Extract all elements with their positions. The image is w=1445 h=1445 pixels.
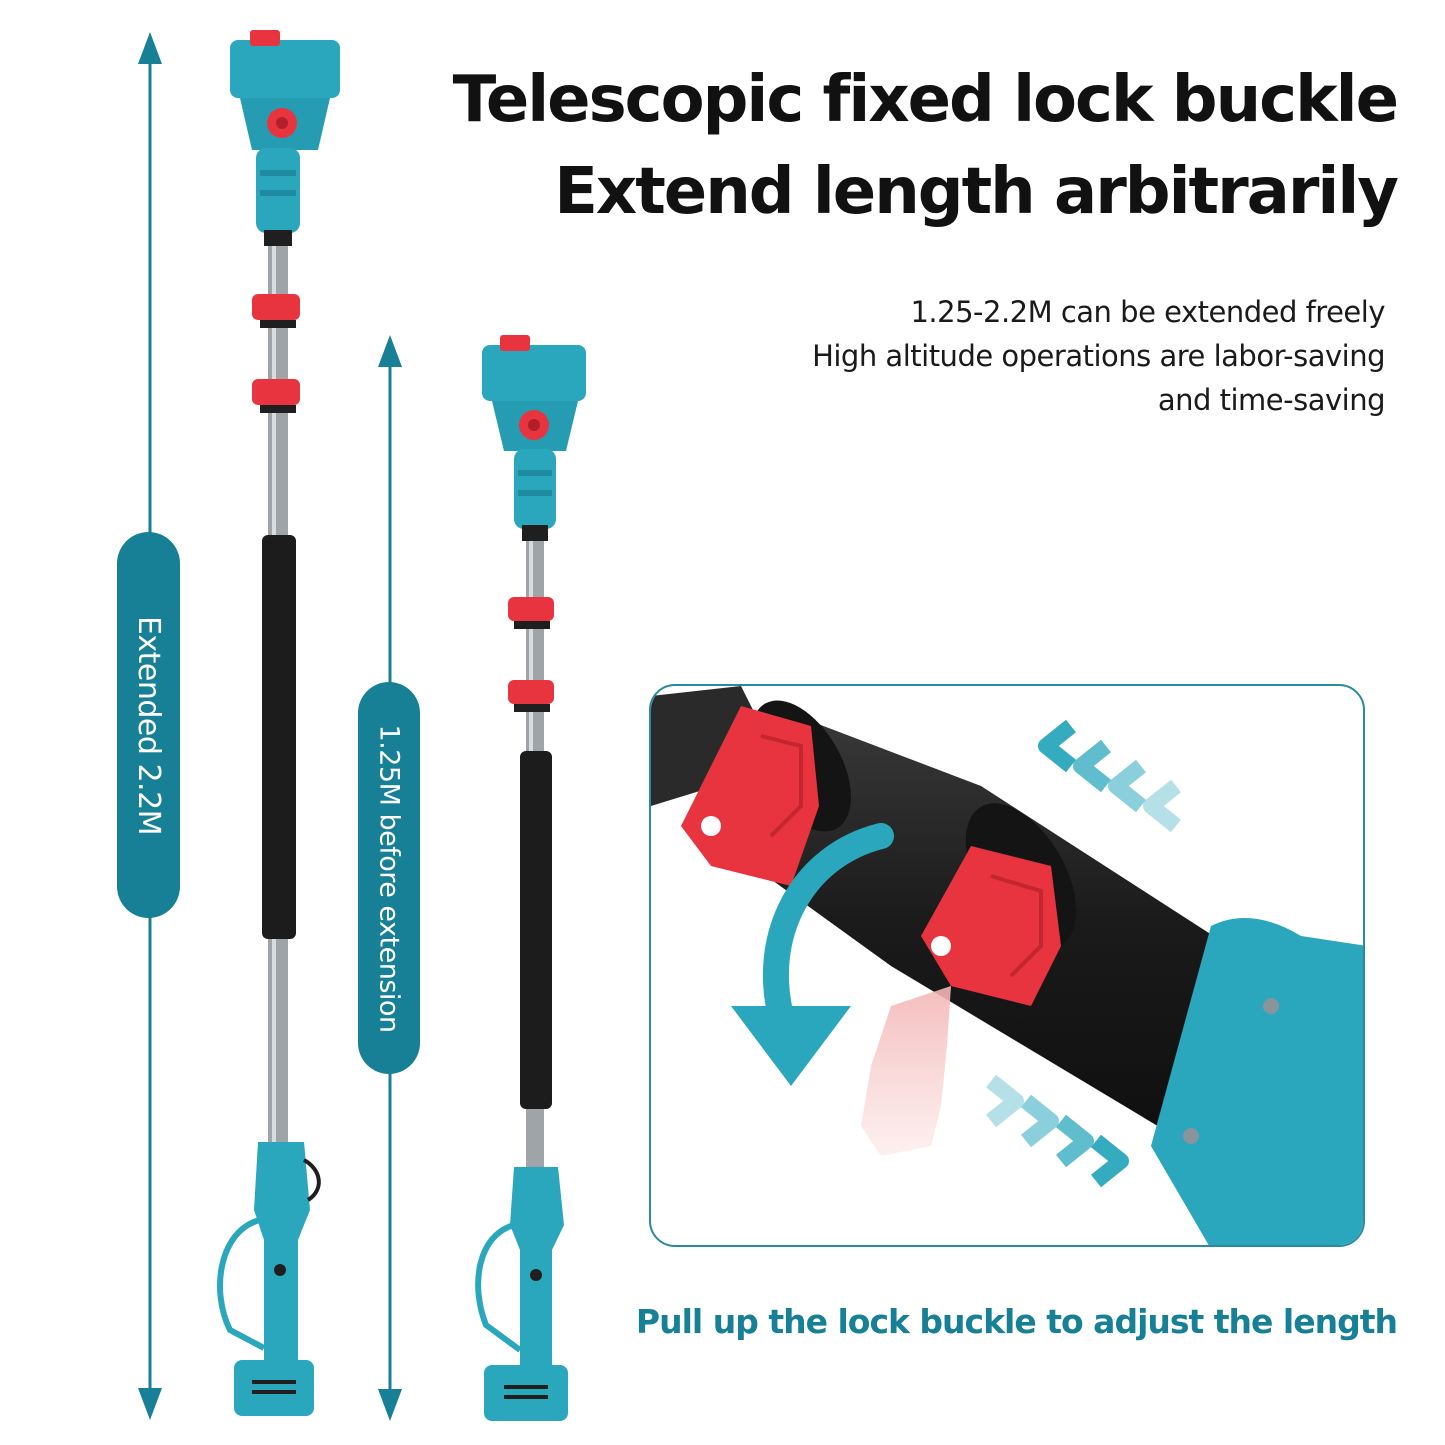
description-line-3: and time-saving — [1157, 383, 1386, 417]
description-line-1: 1.25-2.2M can be extended freely — [910, 295, 1385, 329]
extended-length-badge: Extended 2.2M — [117, 532, 180, 918]
lock-buckle-closeup-panel — [649, 684, 1365, 1247]
headline-line-2: Extend length arbitrarily — [554, 155, 1399, 229]
extended-length-label: Extended 2.2M — [131, 615, 166, 835]
curved-arrow-icon — [762, 823, 894, 1029]
chevron-arrows-icon — [1038, 719, 1181, 833]
description-line-2: High altitude operations are labor-savin… — [812, 339, 1385, 373]
retracted-length-badge: 1.25M before extension — [358, 682, 420, 1074]
instruction-caption: Pull up the lock buckle to adjust the le… — [635, 1302, 1398, 1341]
retracted-length-label: 1.25M before extension — [373, 723, 405, 1033]
chevron-arrows-icon — [986, 1074, 1129, 1188]
headline-line-1: Telescopic fixed lock buckle — [452, 63, 1399, 137]
extended-pole-tool-image — [217, 30, 340, 1416]
retracted-pole-tool-image — [475, 335, 586, 1421]
lock-buckle-closeup-image — [651, 686, 1363, 1245]
